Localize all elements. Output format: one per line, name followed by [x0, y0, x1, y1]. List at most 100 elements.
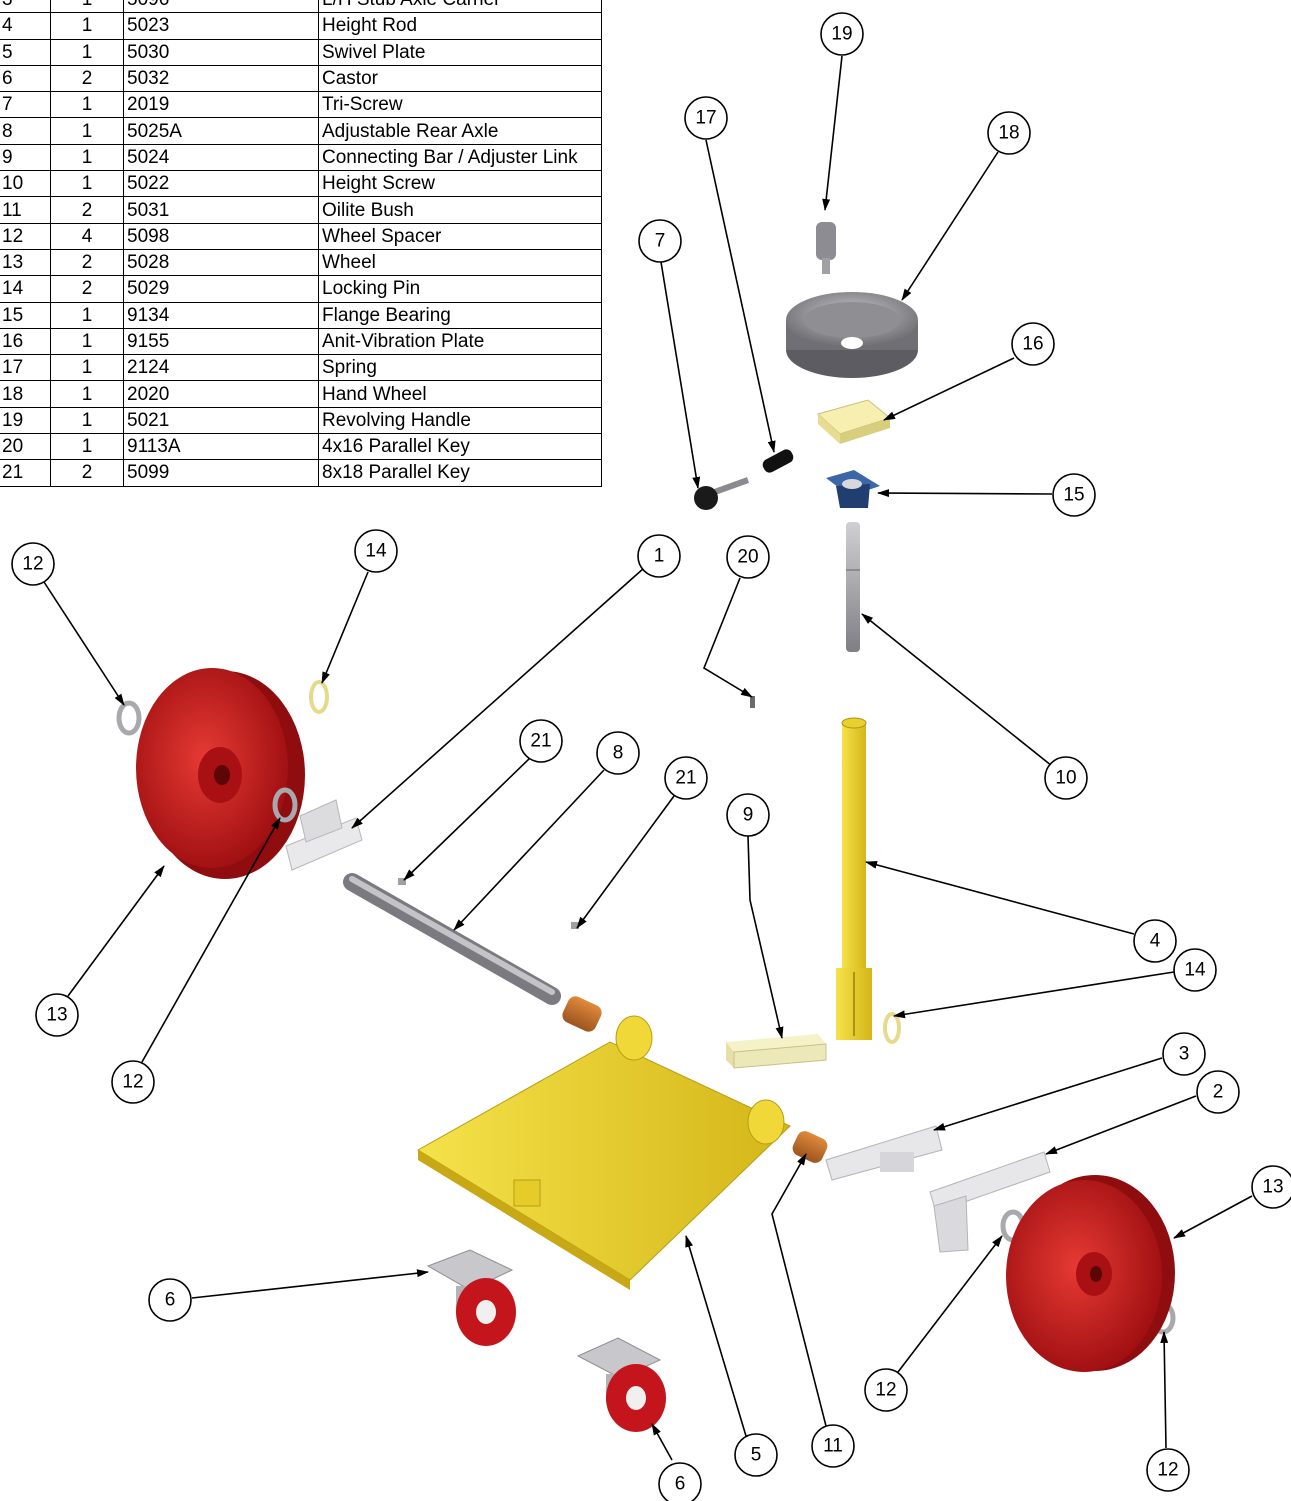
- balloon-label: 11: [823, 1436, 843, 1457]
- part-number-cell: 5029: [123, 275, 319, 303]
- balloon-circle: [734, 1433, 778, 1477]
- part-number-cell: 5098: [123, 222, 319, 250]
- quantity-cell: 1: [50, 117, 124, 145]
- part-number-cell: 5032: [123, 64, 319, 93]
- connecting-bar-part: [726, 1034, 827, 1069]
- axle-carrier-part-2: [929, 1151, 1051, 1253]
- description-cell: Spring: [318, 354, 602, 382]
- balloon-circle: [638, 219, 682, 263]
- balloon-label: 10: [1055, 768, 1076, 789]
- balloon-circle: [354, 529, 398, 573]
- castor-part-b: [576, 1337, 666, 1432]
- balloon-label: 13: [46, 1005, 67, 1026]
- leader-19: [822, 55, 843, 211]
- description-cell: Flange Bearing: [318, 301, 602, 329]
- item-balloon: 6: [658, 1462, 702, 1501]
- height-rod-part: [836, 717, 872, 1040]
- leader-18: [901, 151, 999, 301]
- quantity-cell: 2: [50, 64, 124, 93]
- parts-list-row: 315096L/H Stub Axle Carrier: [0, 0, 602, 14]
- balloon-label: 5: [751, 1445, 762, 1466]
- item-balloon: 2: [1196, 1070, 1240, 1114]
- balloon-label: 7: [655, 231, 666, 252]
- leader-8: [453, 769, 605, 931]
- parallel-key-4x16-part: [750, 696, 755, 708]
- leader-11: [771, 1153, 827, 1427]
- spring-part: [762, 449, 794, 473]
- item-balloon: 7: [638, 219, 682, 263]
- leader-12d: [1160, 1331, 1169, 1449]
- quantity-cell: 1: [50, 406, 124, 435]
- item-balloon: 13: [1251, 1165, 1291, 1209]
- item-balloon: 16: [1011, 322, 1055, 366]
- description-cell: Locking Pin: [318, 275, 602, 303]
- parallel-key-8x18-part-a: [398, 878, 406, 885]
- balloon-label: 14: [365, 541, 387, 562]
- part-number-cell: 5030: [123, 38, 319, 66]
- item-number-cell: 14: [0, 275, 51, 303]
- leader-12a: [43, 581, 125, 706]
- anti-vibration-plate-part: [816, 399, 892, 444]
- locking-pin-part-upper: [309, 680, 329, 714]
- balloon-label: 2: [1213, 1082, 1224, 1103]
- balloon-label: 21: [530, 731, 551, 752]
- item-balloon: 21: [664, 756, 708, 800]
- balloon-circle: [658, 1462, 702, 1501]
- item-balloon: 12: [11, 542, 55, 586]
- item-balloon: 8: [596, 731, 640, 775]
- item-balloon: 14: [354, 529, 398, 573]
- balloon-circle: [1052, 473, 1096, 517]
- description-cell: Height Rod: [318, 12, 602, 40]
- item-balloon: 5: [734, 1433, 778, 1477]
- description-cell: 8x18 Parallel Key: [318, 459, 602, 487]
- balloon-label: 3: [1179, 1044, 1190, 1065]
- item-balloon: 11: [811, 1424, 855, 1468]
- item-balloon: 9: [726, 793, 770, 837]
- balloon-circle: [987, 111, 1031, 155]
- quantity-cell: 2: [50, 459, 124, 487]
- balloon-label: 13: [1262, 1177, 1283, 1198]
- hand-wheel-part: [786, 292, 918, 378]
- leader-21b: [576, 795, 675, 929]
- height-screw-part: [846, 522, 860, 652]
- part-number-cell: 5025A: [123, 117, 319, 145]
- leader-lines: [43, 55, 1253, 1461]
- balloon-label: 1: [654, 546, 665, 567]
- balloon-circle: [664, 756, 708, 800]
- leader-20: [703, 577, 753, 698]
- quantity-cell: 1: [50, 91, 124, 119]
- description-cell: Adjustable Rear Axle: [318, 117, 602, 145]
- balloon-circle: [148, 1278, 192, 1322]
- wheel-part-left: [136, 668, 305, 879]
- leader-2: [1045, 1095, 1197, 1155]
- oilite-bush-part-a: [562, 996, 602, 1032]
- locking-pin-part-lower: [883, 1012, 901, 1044]
- item-balloon: 12: [864, 1368, 908, 1412]
- balloon-circle: [726, 793, 770, 837]
- parallel-key-8x18-part-b: [571, 922, 579, 929]
- item-balloon: 18: [987, 111, 1031, 155]
- balloon-circle: [11, 542, 55, 586]
- wheel-part-right: [1006, 1175, 1175, 1372]
- item-balloon: 3: [1162, 1032, 1206, 1076]
- leader-21a: [403, 757, 531, 881]
- balloon-circle: [596, 731, 640, 775]
- description-cell: Height Screw: [318, 170, 602, 198]
- item-balloon: 12: [1146, 1448, 1190, 1492]
- leader-14b: [893, 971, 1175, 1019]
- tri-screw-part: [694, 477, 750, 510]
- quantity-cell: 2: [50, 196, 124, 224]
- leader-1: [351, 567, 645, 829]
- item-number-cell: 19: [0, 406, 51, 435]
- parts-list-table: 315096L/H Stub Axle Carrier415023Height …: [0, 0, 602, 487]
- balloon-circle: [1162, 1032, 1206, 1076]
- quantity-cell: 2: [50, 275, 124, 303]
- balloon-circle: [1044, 756, 1088, 800]
